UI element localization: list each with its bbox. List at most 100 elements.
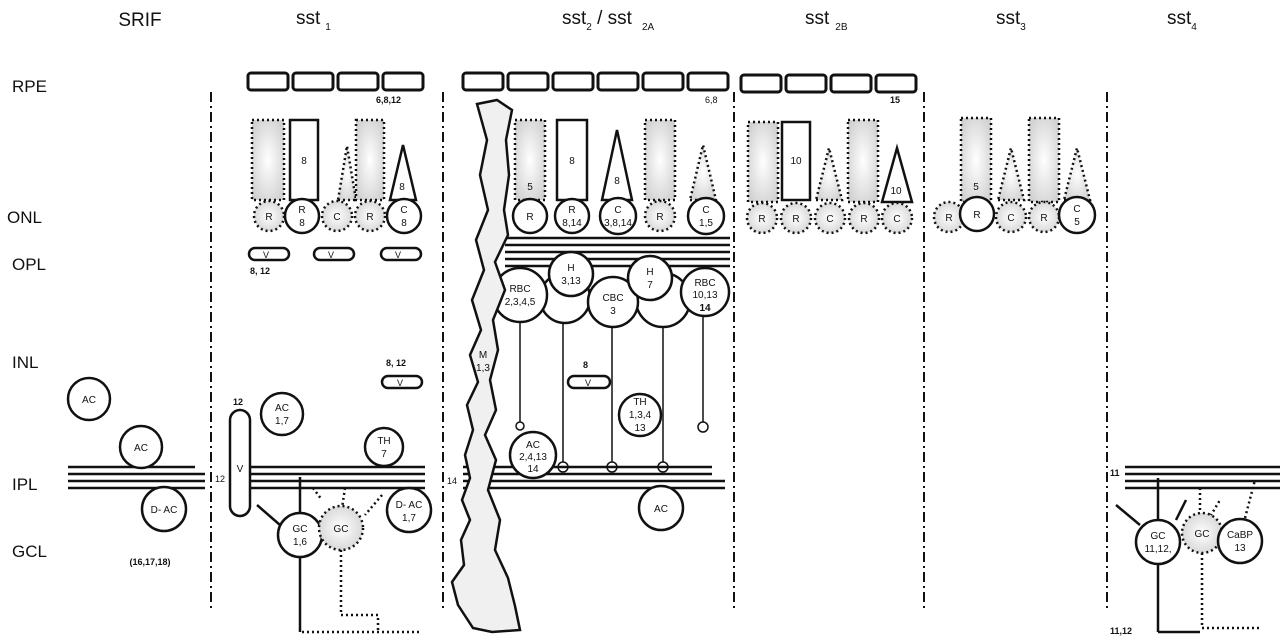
svg-text:R: R xyxy=(568,205,575,216)
svg-text:5: 5 xyxy=(527,182,533,193)
svg-text:R: R xyxy=(1040,213,1047,224)
svg-text:AC: AC xyxy=(275,403,289,414)
displaced-amacrine-label: D- AC xyxy=(151,505,178,516)
sst4-column: 11 GC 11,12, GC CaBP 13 11,12 xyxy=(1110,467,1280,636)
svg-text:R: R xyxy=(366,212,373,223)
calbindin-cell xyxy=(1218,519,1262,563)
amacrine-cell xyxy=(261,393,303,435)
vessel-vertical xyxy=(230,410,250,516)
svg-text:5: 5 xyxy=(1074,217,1080,228)
sst2b-column: 15 10 10 R R C R C xyxy=(741,75,916,233)
svg-text:V: V xyxy=(328,250,334,260)
rpe-cell xyxy=(688,73,728,90)
svg-text:TH: TH xyxy=(377,436,390,447)
header-sst2-sst2a: sst2 / sst2A xyxy=(562,8,655,33)
layer-inl: INL xyxy=(12,353,38,372)
svg-text:7: 7 xyxy=(381,449,387,460)
svg-text:1,7: 1,7 xyxy=(275,416,289,427)
horizontal-cell xyxy=(628,256,672,300)
svg-text:RBC: RBC xyxy=(509,284,530,295)
rod-outer-segment xyxy=(356,120,384,200)
svg-text:13: 13 xyxy=(634,423,646,434)
layer-gcl: GCL xyxy=(12,542,47,561)
svg-text:M: M xyxy=(479,350,487,361)
svg-text:V: V xyxy=(237,464,244,475)
svg-text:8: 8 xyxy=(301,156,307,167)
cone-outer-segment xyxy=(998,148,1024,200)
vessel-references: 8, 12 xyxy=(250,266,270,276)
rpe-cell xyxy=(293,73,333,90)
svg-text:R: R xyxy=(298,205,305,216)
svg-text:CaBP: CaBP xyxy=(1227,530,1253,541)
svg-text:C: C xyxy=(826,214,833,225)
svg-text:V: V xyxy=(395,250,401,260)
rod-outer-segment xyxy=(748,122,778,202)
layer-rpe: RPE xyxy=(12,77,47,96)
svg-text:GC: GC xyxy=(334,524,349,535)
svg-text:GC: GC xyxy=(1195,529,1210,540)
svg-text:H: H xyxy=(646,267,653,278)
svg-text:8: 8 xyxy=(569,156,575,167)
svg-text:AC: AC xyxy=(526,440,540,451)
svg-text:C: C xyxy=(400,205,407,216)
rpe-cell xyxy=(876,75,916,92)
svg-text:12: 12 xyxy=(215,474,225,484)
cone-outer-segment xyxy=(338,146,356,200)
svg-text:3,8,14: 3,8,14 xyxy=(604,218,632,229)
rpe-cell xyxy=(786,75,826,92)
svg-text:C: C xyxy=(1007,213,1014,224)
svg-text:RBC: RBC xyxy=(694,278,715,289)
svg-text:R: R xyxy=(526,212,533,223)
rod-outer-segment xyxy=(1029,118,1059,202)
svg-text:3: 3 xyxy=(610,306,616,317)
layer-onl: ONL xyxy=(7,208,42,227)
rpe-cell xyxy=(463,73,503,90)
svg-text:V: V xyxy=(585,378,591,388)
rpe-cell xyxy=(553,73,593,90)
svg-text:14: 14 xyxy=(699,303,711,314)
svg-text:8: 8 xyxy=(399,182,405,193)
vessel-references: 8, 12 xyxy=(386,358,406,368)
svg-text:8: 8 xyxy=(614,176,620,187)
amacrine-cell-label: AC xyxy=(134,443,148,454)
header-srif: SRIF xyxy=(118,10,161,31)
svg-text:1,5: 1,5 xyxy=(699,218,713,229)
svg-text:V: V xyxy=(397,378,403,388)
cone-outer-segment xyxy=(816,148,842,200)
horizontal-cell xyxy=(549,252,593,296)
rpe-cell xyxy=(338,73,378,90)
cone-outer-segment xyxy=(690,145,716,200)
header-sst4: sst4 xyxy=(1167,8,1197,33)
layer-opl: OPL xyxy=(12,255,46,274)
svg-text:11,12: 11,12 xyxy=(1110,626,1132,636)
sst2-column: 6,8 5 8 8 R R 8,14 C 3,8,14 R C 1,5 RB xyxy=(447,73,730,632)
svg-text:2,4,13: 2,4,13 xyxy=(519,452,547,463)
svg-text:R: R xyxy=(860,214,867,225)
rpe-cell xyxy=(831,75,871,92)
svg-text:CBC: CBC xyxy=(602,293,623,304)
svg-text:H: H xyxy=(567,263,574,274)
svg-text:R: R xyxy=(656,212,663,223)
svg-text:12: 12 xyxy=(233,397,243,407)
svg-text:15: 15 xyxy=(890,95,900,105)
svg-text:10: 10 xyxy=(790,156,802,167)
tyrosine-hydroxylase-cell xyxy=(365,428,403,466)
svg-text:8: 8 xyxy=(401,218,407,229)
cone-outer-segment-labeled xyxy=(602,130,632,200)
ganglion-cell xyxy=(1136,520,1180,564)
rpe-cell xyxy=(248,73,288,90)
svg-text:TH: TH xyxy=(633,397,646,408)
svg-text:8: 8 xyxy=(583,360,588,370)
rpe-cell xyxy=(741,75,781,92)
svg-text:11,12,: 11,12, xyxy=(1144,544,1171,555)
ganglion-cell xyxy=(278,513,322,557)
svg-text:14: 14 xyxy=(447,476,457,486)
svg-text:GC: GC xyxy=(1151,531,1166,542)
header-sst3: sst3 xyxy=(996,8,1026,33)
svg-text:1,3,4: 1,3,4 xyxy=(629,410,652,421)
svg-text:2,3,4,5: 2,3,4,5 xyxy=(505,297,536,308)
svg-text:10,13: 10,13 xyxy=(692,290,717,301)
layer-ipl: IPL xyxy=(12,475,38,494)
rpe-cell xyxy=(383,73,423,90)
